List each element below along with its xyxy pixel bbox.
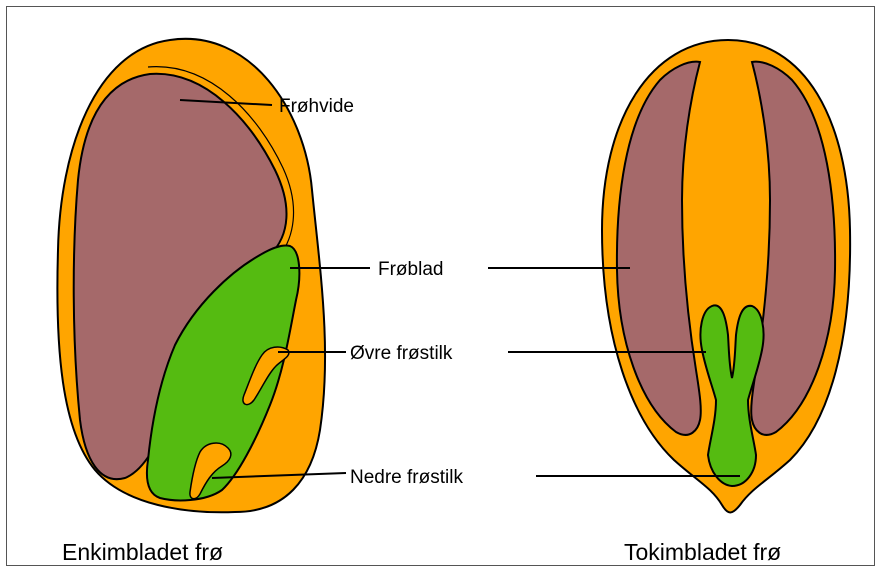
caption-monocot: Enkimbladet frø [62,539,223,565]
label-cotyledon: Frøblad [378,259,443,280]
label-lower-stalk: Nedre frøstilk [350,467,463,488]
caption-dicot: Tokimbladet frø [624,539,781,565]
diagram-frame: Frøhvide Frøblad Øvre frøstilk Nedre frø… [6,6,875,566]
seed-diagram: Frøhvide Frøblad Øvre frøstilk Nedre frø… [6,6,875,566]
label-endosperm: Frøhvide [279,96,354,117]
label-upper-stalk: Øvre frøstilk [350,343,453,364]
